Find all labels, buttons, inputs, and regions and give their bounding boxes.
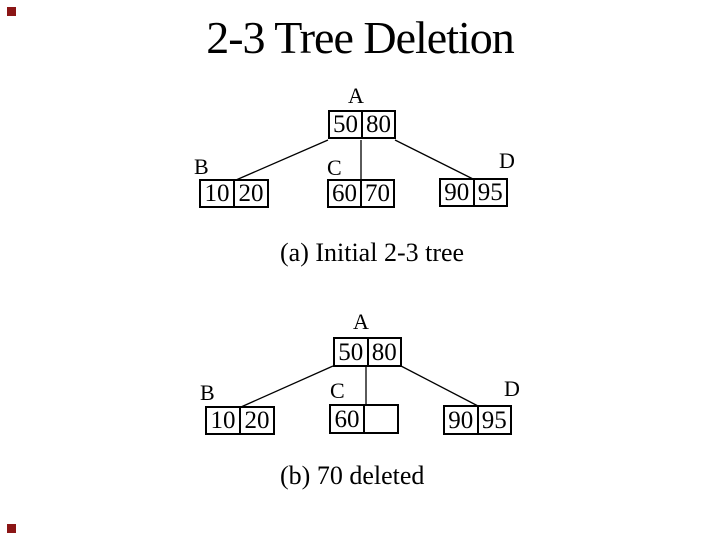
tree-a-node-box-A: 50 80 xyxy=(328,110,396,139)
tree-b-node-D-key-1: 90 xyxy=(445,407,479,433)
edge-a-root-to-D xyxy=(394,139,474,180)
tree-b-node-box-D: 90 95 xyxy=(443,405,512,435)
tree-b-node-box-C: 60 xyxy=(329,404,399,434)
tree-a-node-C-key-2: 70 xyxy=(365,180,390,207)
tree-a-node-D-key-1: 90 xyxy=(441,180,475,205)
tree-b-node-label-B: B xyxy=(200,380,215,405)
caption-a: (a) Initial 2-3 tree xyxy=(280,238,465,267)
tree-a-node-D-key-2: 95 xyxy=(477,179,503,206)
tree-a-node-box-B: 10 20 xyxy=(199,179,269,208)
corner-decoration-top-left xyxy=(7,7,16,16)
tree-a-node-label-D: D xyxy=(499,148,515,173)
tree-a-node-B-key-1: 10 xyxy=(201,181,235,206)
tree-a-node-label-C: C xyxy=(327,155,342,180)
edge-a-root-to-B xyxy=(235,139,329,181)
tree-a-node-label-B: B xyxy=(194,154,209,179)
tree-a-node-box-C: 60 70 xyxy=(327,179,395,208)
tree-b-node-label-A: A xyxy=(353,309,369,334)
corner-decoration-bottom-left xyxy=(7,524,16,533)
edge-b-root-to-B xyxy=(240,365,334,408)
tree-b-node-C-key-2 xyxy=(365,406,397,432)
tree-a-node-C-key-1: 60 xyxy=(329,181,362,206)
tree-b-node-box-B: 10 20 xyxy=(205,406,275,435)
tree-a-node-label-A: A xyxy=(348,83,364,108)
tree-b-node-label-D: D xyxy=(504,376,520,401)
tree-a-node-A-key-1: 50 xyxy=(330,112,363,137)
tree-a-node-B-key-2: 20 xyxy=(238,180,264,207)
tree-b-node-B-key-2: 20 xyxy=(244,407,270,434)
tree-a-node-A-key-2: 80 xyxy=(366,111,391,138)
tree-a-node-box-D: 90 95 xyxy=(439,178,508,207)
tree-b-node-A-key-2: 80 xyxy=(371,338,397,366)
tree-b-node-D-key-2: 95 xyxy=(481,406,507,434)
tree-b-node-box-A: 50 80 xyxy=(333,337,402,367)
slide-title: 2-3 Tree Deletion xyxy=(206,12,515,63)
tree-b-node-label-C: C xyxy=(330,378,345,403)
edge-b-root-to-D xyxy=(400,365,479,407)
tree-b-node-B-key-1: 10 xyxy=(207,408,241,433)
caption-b: (b) 70 deleted xyxy=(280,461,425,490)
tree-b-node-A-key-1: 50 xyxy=(335,339,369,365)
tree-b-node-C-key-1: 60 xyxy=(331,406,365,432)
